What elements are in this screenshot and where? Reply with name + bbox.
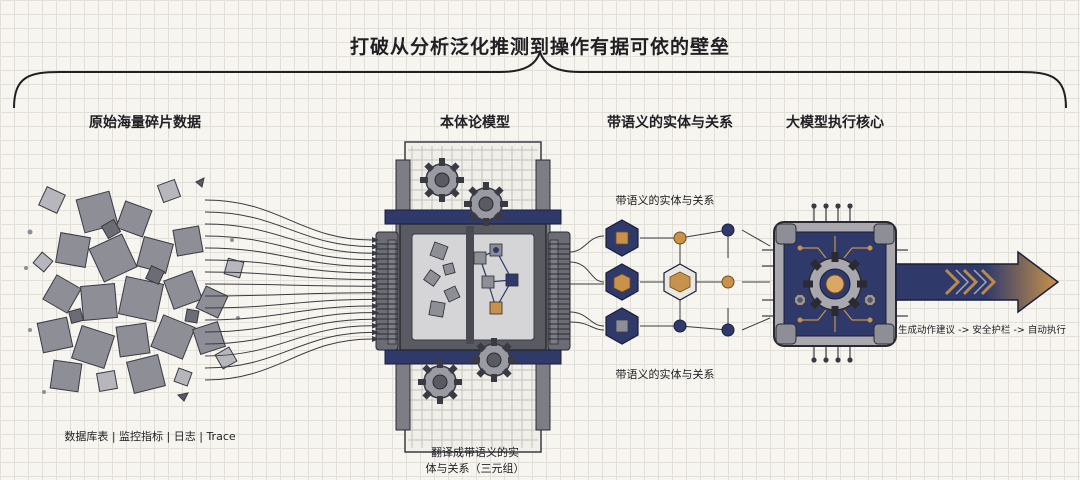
fragment-flow-lines	[204, 199, 373, 381]
graph-label-top: 带语义的实体与关系	[615, 194, 715, 207]
gear-icon	[464, 182, 508, 226]
graph-label-bottom: 带语义的实体与关系	[615, 368, 715, 381]
semantic-graph	[605, 219, 771, 345]
stage-title-raw-data: 原始海量碎片数据	[89, 115, 201, 131]
ontology-caption-line-2: 体与关系（三元组）	[425, 462, 525, 475]
stage-title-semantic-entities: 带语义的实体与关系	[607, 115, 733, 131]
gear-icon	[418, 360, 462, 404]
output-arrow	[895, 250, 1060, 314]
raw-data-caption: 数据库表 | 监控指标 | 日志 | Trace	[64, 430, 236, 443]
fragment-cubes	[32, 177, 245, 402]
ontology-machine	[375, 141, 571, 453]
machine-to-graph-lines	[569, 235, 605, 331]
main-title: 打破从分析泛化推测到操作有据可依的壁垒	[349, 36, 730, 58]
input-arrows	[372, 237, 379, 342]
gear-icon	[472, 338, 516, 382]
llm-core-chip	[762, 203, 908, 363]
gear-icon	[420, 158, 464, 202]
overarching-brace	[13, 48, 1067, 109]
ontology-caption-line-1: 翻译成带语义的实	[431, 446, 519, 459]
stage-title-ontology-model: 本体论模型	[440, 115, 510, 131]
stage-title-llm-core: 大模型执行核心	[786, 115, 884, 131]
llm-action-caption: 生成动作建议 -> 安全护栏 -> 自动执行	[898, 325, 1066, 336]
